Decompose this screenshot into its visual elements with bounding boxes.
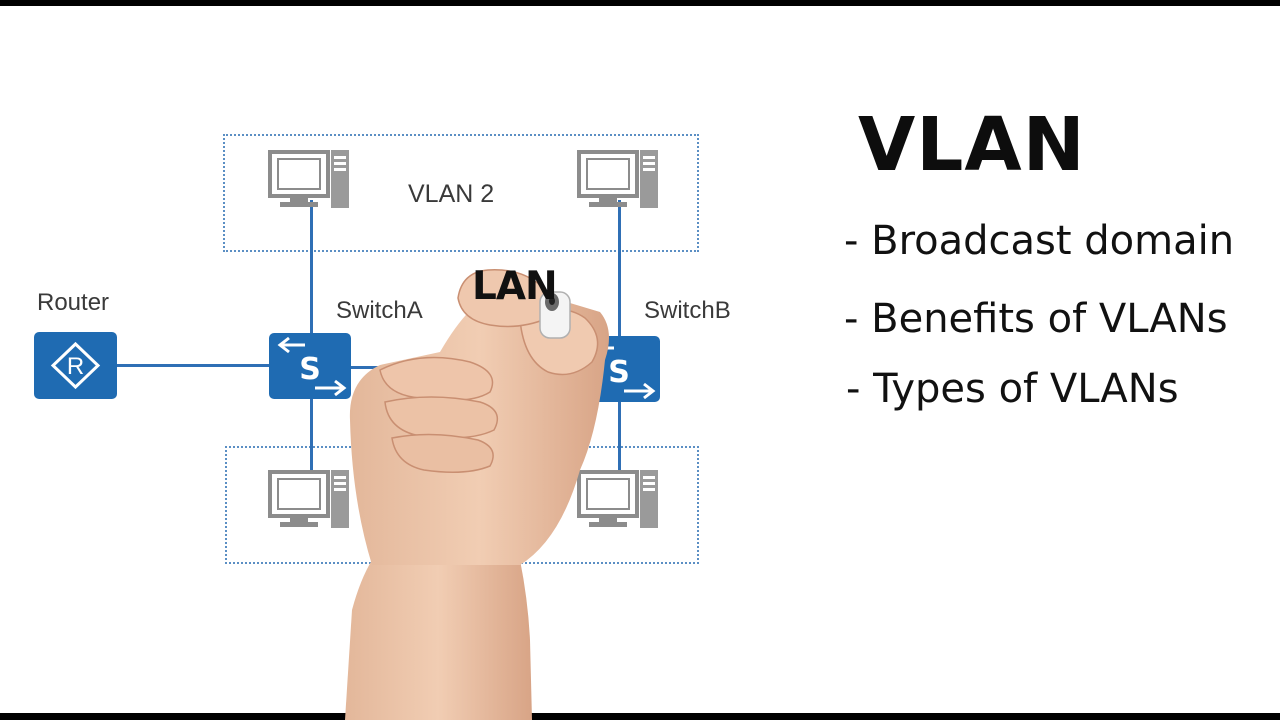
top-border-bar <box>0 0 1280 6</box>
computer-icon <box>577 470 658 528</box>
computer-icon <box>268 150 349 208</box>
bullet-item: - Types of VLANs <box>846 366 1179 412</box>
switch-arrows-icon: S <box>586 339 656 400</box>
switch-a-icon: S <box>269 333 351 399</box>
vlan-2-group-box <box>223 134 699 252</box>
bullet-item: - Benefits of VLANs <box>844 296 1228 342</box>
computer-icon <box>268 470 349 528</box>
link-router-switcha <box>117 364 269 367</box>
switch-b-label: SwitchB <box>644 297 731 324</box>
link-switchb-vlan2-pc <box>618 200 621 336</box>
lan-annotation: LAN <box>472 264 558 309</box>
router-icon: R <box>34 332 117 399</box>
vlan-3-label: VLAN 3 <box>410 487 497 515</box>
switch-a-label: SwitchA <box>336 297 423 324</box>
switch-b-glyph: S <box>608 355 630 390</box>
computer-icon <box>577 150 658 208</box>
switch-a-glyph: S <box>299 352 321 387</box>
switch-arrows-icon: S <box>277 336 347 397</box>
router-diamond-icon: R <box>50 341 101 390</box>
link-switcha-vlan2-pc <box>310 200 313 333</box>
router-label: Router <box>37 289 110 316</box>
link-switcha-vlan3-pc <box>310 399 313 477</box>
slide-title: VLAN <box>858 102 1086 188</box>
bottom-border-bar <box>0 713 1280 720</box>
router-glyph: R <box>67 353 84 380</box>
vlan-2-label: VLAN 2 <box>408 180 495 208</box>
switch-b-icon: S <box>578 336 660 402</box>
bullet-item: - Broadcast domain <box>844 218 1235 264</box>
link-switcha-switchb <box>351 366 578 369</box>
link-switchb-vlan3-pc <box>618 402 621 477</box>
